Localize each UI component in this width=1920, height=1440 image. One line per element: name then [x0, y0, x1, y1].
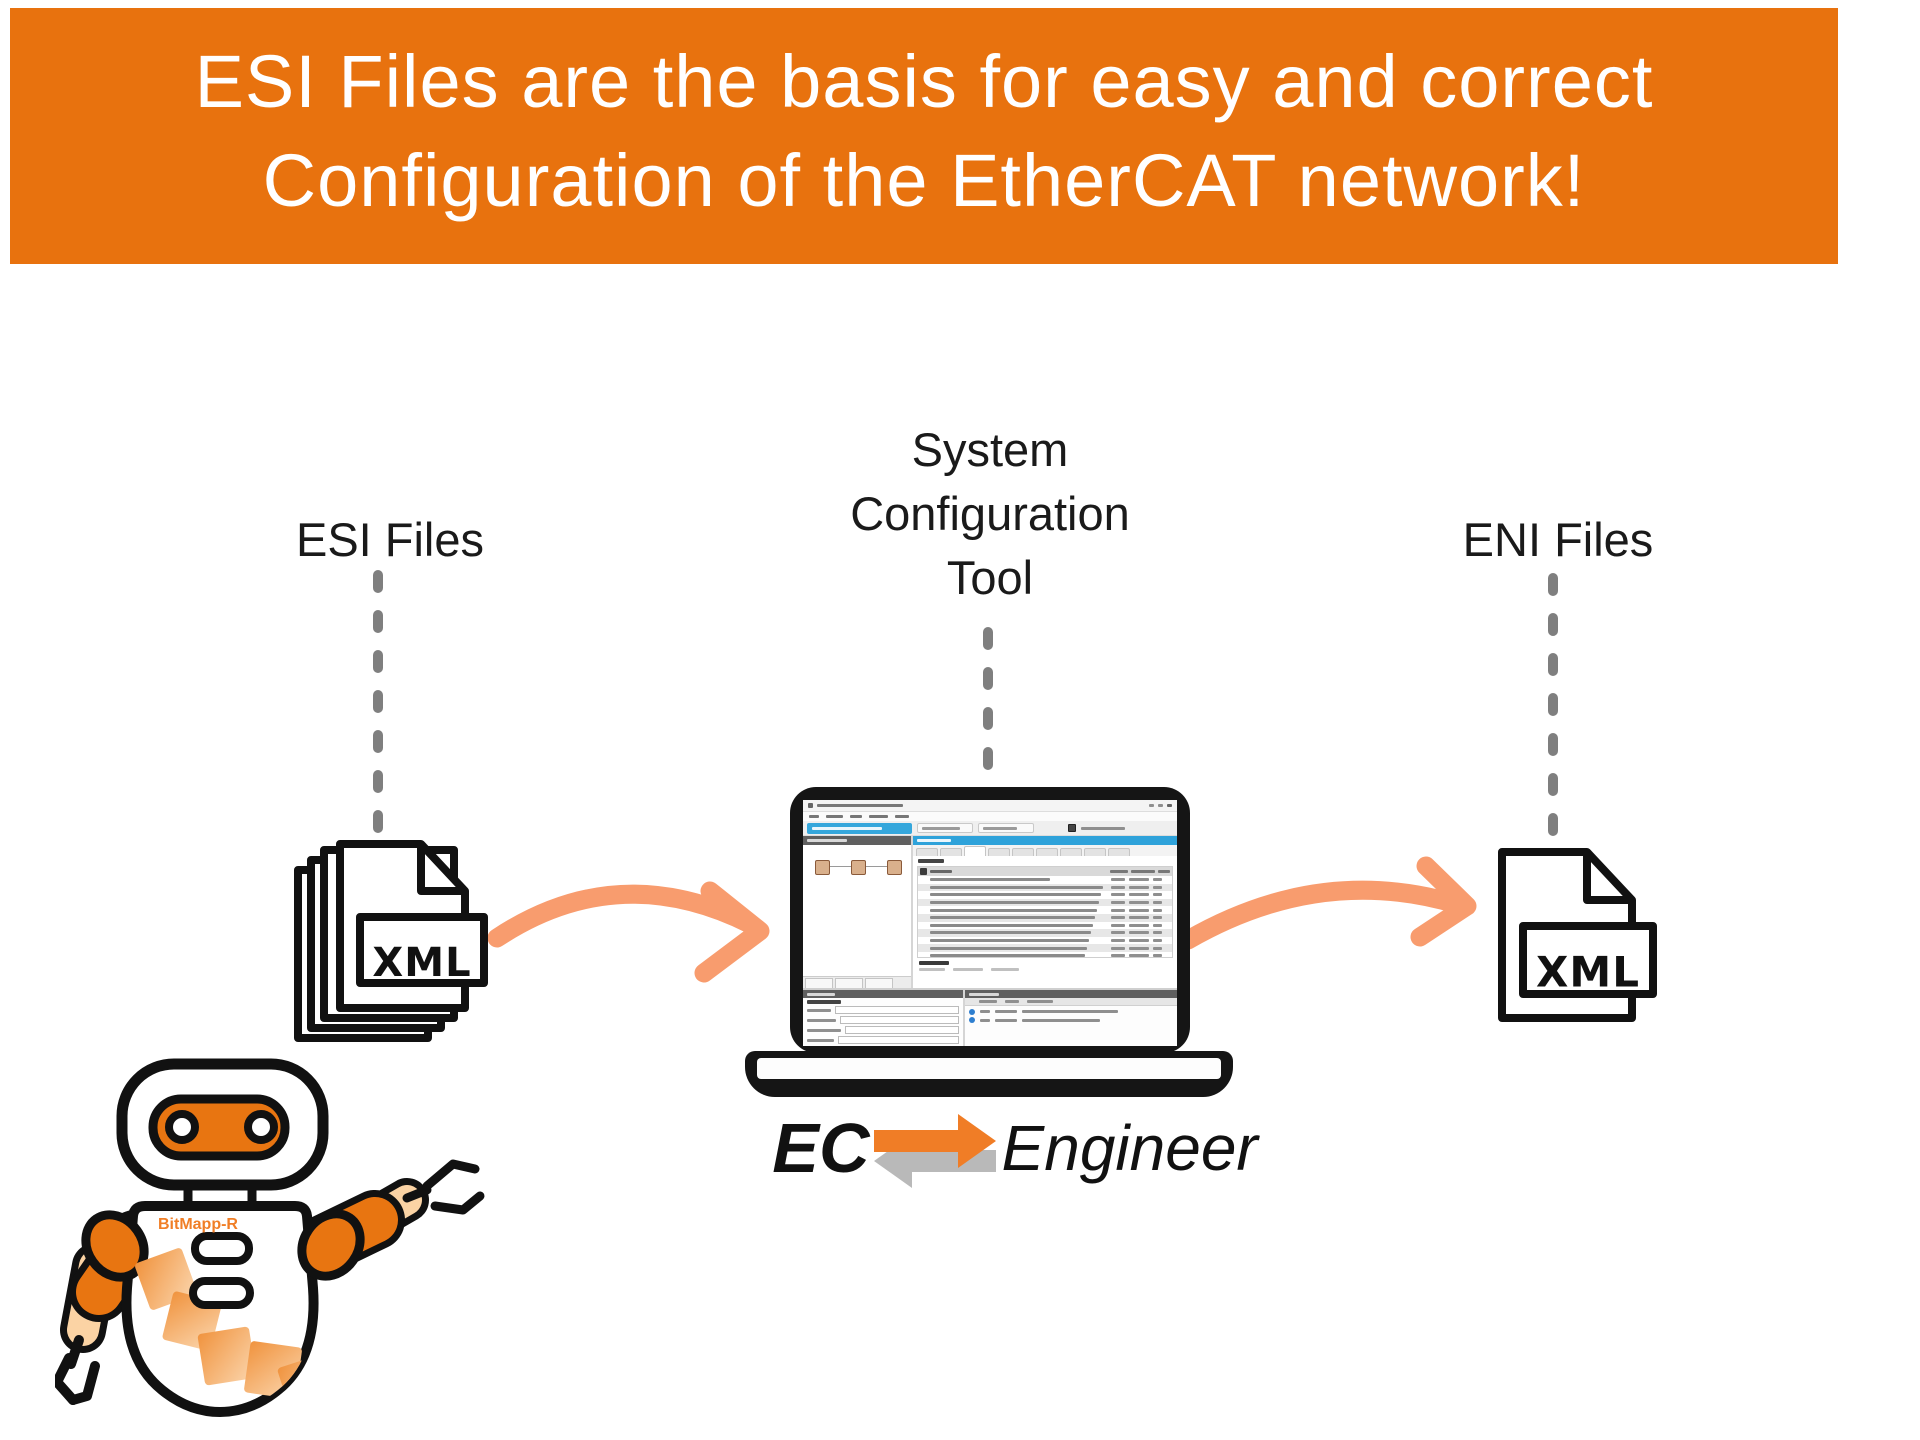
view-tab — [835, 978, 863, 988]
property-row — [803, 1014, 963, 1024]
get-variable-section — [913, 958, 1177, 988]
system-configuration-tool-label: System Configuration Tool — [790, 418, 1190, 610]
variable-row — [918, 937, 1172, 945]
toolbar-button — [917, 823, 973, 833]
detail-tab — [1036, 848, 1058, 856]
robot-chest-slot — [189, 1277, 254, 1309]
detail-tab — [940, 848, 962, 856]
xml-file-icon: XML — [1498, 848, 1657, 1022]
detail-tab — [1060, 848, 1082, 856]
property-row — [803, 1034, 963, 1044]
robot-chest-slot — [191, 1232, 253, 1265]
property-row — [803, 1044, 963, 1046]
esi-xml-text: XML — [372, 940, 471, 986]
variable-row — [918, 906, 1172, 914]
robot-eye — [244, 1110, 278, 1144]
bitmapp-robot-illustration: BitMapp-R — [55, 1058, 485, 1418]
topology-node — [851, 860, 866, 875]
property-row — [803, 1024, 963, 1034]
detail-tab — [988, 848, 1010, 856]
app-toolbar — [803, 821, 1177, 836]
project-explorer-panel — [803, 836, 913, 988]
info-icon — [969, 1017, 975, 1023]
diagnosis-mode-checkbox — [1068, 824, 1076, 832]
logo-ec-text: EC — [772, 1109, 870, 1187]
variable-row — [918, 898, 1172, 907]
detail-tab — [964, 846, 986, 856]
message-row — [965, 1006, 1177, 1015]
variable-row — [918, 913, 1172, 922]
variables-table — [917, 866, 1173, 958]
variables-table-header — [918, 867, 1172, 876]
xml-file-stack-icon: XML — [294, 840, 488, 1042]
robot-right-shoulder — [297, 1209, 365, 1281]
robot-name-text: BitMapp-R — [158, 1216, 238, 1233]
logo-transfer-arrows-icon — [873, 1114, 996, 1188]
arrow-esi-to-tool-head — [694, 881, 770, 983]
view-tab — [805, 978, 833, 988]
banner-line-2: Configuration of the EtherCAT network! — [262, 139, 1586, 222]
variable-row — [918, 891, 1172, 899]
configuration-mode-button — [807, 822, 912, 834]
view-tab — [865, 978, 893, 988]
robot-left-claw — [55, 1335, 100, 1405]
arrow-tool-to-eni — [1178, 880, 1466, 950]
variable-row — [918, 883, 1172, 892]
variable-row — [918, 876, 1172, 884]
stack-page-fold — [417, 844, 465, 895]
xml-badge-box — [1519, 922, 1657, 998]
orange-right-arrow — [873, 1114, 996, 1168]
robot-right-claw — [402, 1159, 485, 1215]
detail-tabs — [913, 845, 1177, 856]
slave-details-panel — [913, 836, 1177, 988]
variable-row — [918, 952, 1172, 957]
detail-tab — [1108, 848, 1130, 856]
eni-files-label: ENI Files — [1462, 513, 1654, 566]
message-row — [965, 1015, 1177, 1023]
detail-tab — [1012, 848, 1034, 856]
properties-panel — [803, 990, 965, 1046]
topology-node — [887, 860, 902, 875]
info-icon — [969, 1008, 975, 1015]
variable-row — [918, 944, 1172, 952]
banner-line-1: ESI Files are the basis for easy and cor… — [194, 40, 1654, 123]
toolbar-button — [978, 823, 1034, 833]
property-row — [803, 1004, 963, 1014]
arrow-esi-to-tool — [487, 884, 760, 948]
variable-row — [918, 922, 1172, 930]
tool-label-line-2: Configuration — [850, 487, 1130, 540]
detail-tab — [916, 848, 938, 856]
laptop-base — [745, 1051, 1233, 1097]
app-titlebar — [803, 800, 1177, 812]
logo-engineer-text: Engineer — [1001, 1112, 1258, 1184]
detail-tab — [1084, 848, 1106, 856]
network-topology-view — [803, 845, 911, 976]
esi-files-label: ESI Files — [295, 513, 485, 566]
view-tabs — [803, 976, 911, 988]
ec-engineer-window — [803, 800, 1177, 1046]
arrow-tool-to-eni-head — [1410, 856, 1477, 947]
messages-panel — [965, 990, 1177, 1046]
robot-left-shoulder — [81, 1210, 149, 1282]
tool-label-line-1: System — [911, 423, 1069, 476]
file-page-fold — [1583, 852, 1632, 904]
title-banner: ESI Files are the basis for easy and cor… — [10, 8, 1838, 264]
variable-row — [918, 929, 1172, 937]
topology-node — [815, 860, 830, 875]
robot-eye — [165, 1110, 199, 1144]
laptop-icon — [745, 785, 1235, 1100]
tool-label-line-3: Tool — [946, 551, 1034, 604]
eni-xml-text: XML — [1536, 948, 1640, 997]
app-menubar — [803, 812, 1177, 821]
xml-badge-box — [356, 913, 488, 987]
ec-engineer-logo: EC Engineer — [735, 1102, 1295, 1194]
